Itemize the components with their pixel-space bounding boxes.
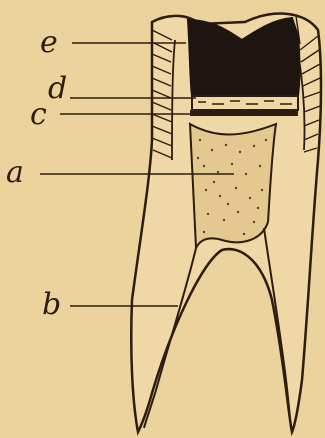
label-b: b [42,287,61,322]
label-a: a [6,155,24,190]
lining-layer-d [192,96,298,110]
label-e: e [40,25,58,60]
label-d: d [48,71,67,106]
pulp-chamber [190,124,276,248]
base-layer-c [190,110,298,116]
label-c: c [30,97,47,132]
